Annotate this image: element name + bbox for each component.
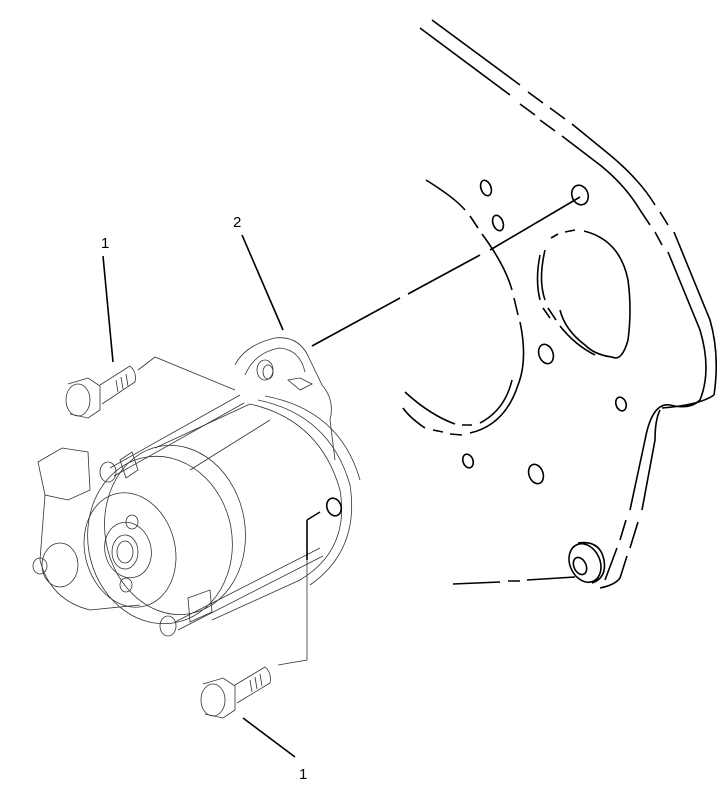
callout-1-bottom: 1 [299, 766, 308, 783]
callout-2: 2 [233, 214, 242, 231]
bolt-bottom [200, 666, 271, 719]
leader-callout-1-bottom [242, 717, 296, 758]
starter-motor [32, 337, 361, 666]
leader-callout-1-top [102, 255, 114, 363]
bolt-top [65, 365, 136, 419]
leader-callout-2 [241, 234, 284, 331]
callout-leaders [102, 234, 296, 758]
callout-1-top: 1 [101, 235, 110, 252]
engine-plate [311, 19, 717, 589]
